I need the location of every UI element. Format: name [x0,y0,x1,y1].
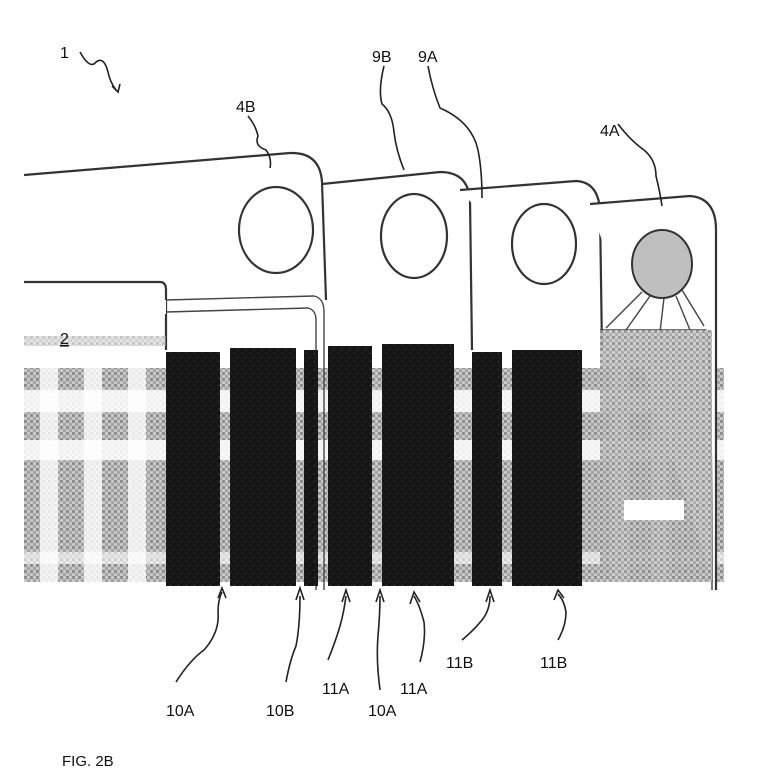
ref-10A-left: 10A [166,703,195,720]
ref-11B-right: 11B [540,655,567,672]
figure-caption: FIG. 2B [62,753,114,770]
bottom-leader-lines [176,588,566,690]
electrode-10A-left [166,352,220,586]
tab-9B [322,172,472,350]
tab-9A [460,181,602,350]
electrode-10B-strip [304,350,318,586]
ref-4B: 4B [236,99,256,116]
ref-10B: 10B [266,703,294,720]
electrode-11B-right [512,350,582,586]
electrode-11B-left [472,352,502,586]
ref-11A-left: 11A [322,681,350,698]
electrode-11A-right [382,344,454,586]
tab-4B [24,153,326,300]
ref-9B: 9B [372,49,392,66]
ref-11B-left: 11B [446,655,473,672]
plate-2 [24,282,166,368]
ref-2: 2 [60,331,69,348]
terminal-bulb [632,230,692,298]
electrode-11A-left [328,346,372,586]
ref-4A: 4A [600,123,620,140]
ref-1: 1 [60,45,69,62]
electrode-10B [230,348,296,586]
ref-11A-right: 11A [400,681,428,698]
tab-4A [590,196,716,590]
ref-10A-mid: 10A [368,703,397,720]
ref-9A: 9A [418,49,438,66]
